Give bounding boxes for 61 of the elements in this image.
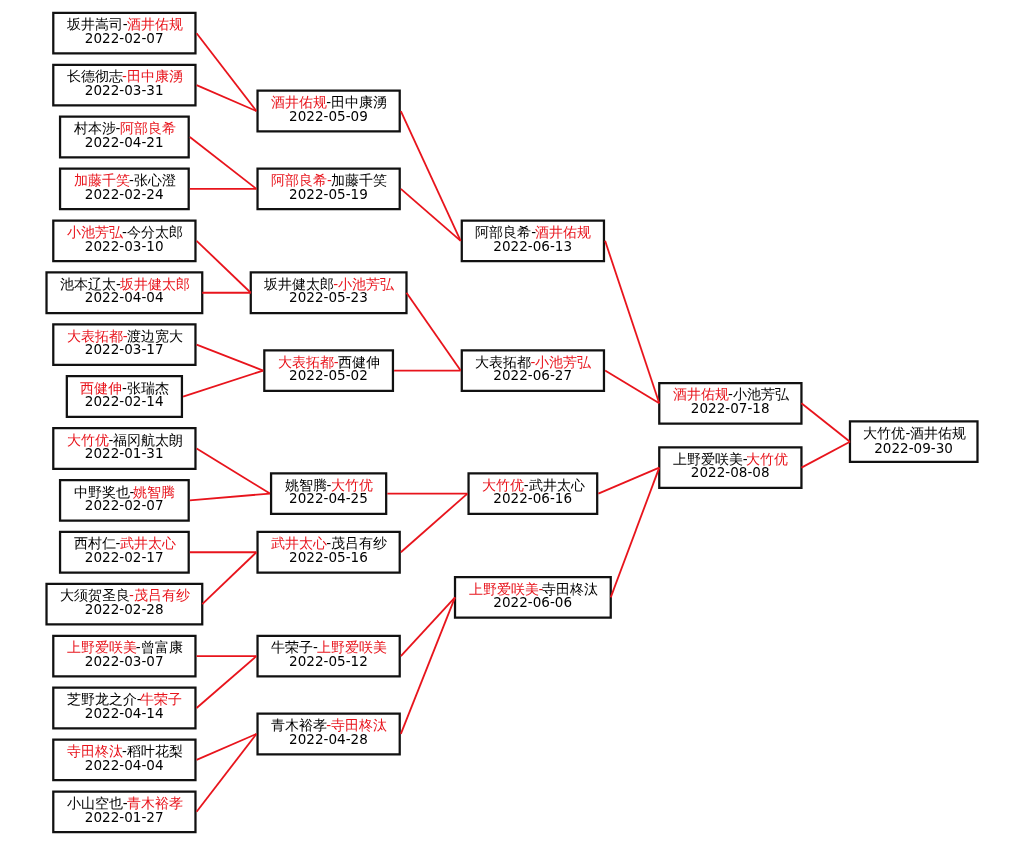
node-box: 大竹优-福冈航太朗 2022-01-31 bbox=[52, 427, 197, 470]
connector bbox=[195, 239, 252, 294]
connector bbox=[188, 188, 258, 190]
connector bbox=[188, 551, 258, 554]
node-box: 上野爱咲美-大竹优 2022-08-08 bbox=[658, 446, 803, 490]
connector bbox=[195, 655, 258, 657]
node-box: 阿部良希-酒井佑规 2022-06-13 bbox=[460, 219, 606, 263]
connector bbox=[195, 32, 258, 112]
node-box: 姚智腾-大竹优 2022-04-25 bbox=[269, 472, 388, 516]
node-box: 加藤千笑-张心澄 2022-02-24 bbox=[58, 167, 190, 211]
node-box: 武井太心-茂吕有纱 2022-05-16 bbox=[256, 530, 401, 574]
connector bbox=[195, 343, 265, 372]
connector bbox=[399, 596, 456, 657]
connector bbox=[399, 492, 469, 554]
node-box: 酒井佑规-小池芳弘 2022-07-18 bbox=[658, 381, 803, 425]
node-box: 西健伸-张瑞杰 2022-02-14 bbox=[65, 375, 184, 418]
connector bbox=[195, 733, 258, 813]
node-box: 大表拓都-渡边宽大 2022-03-17 bbox=[52, 323, 197, 367]
connector bbox=[201, 291, 252, 294]
connector bbox=[399, 188, 462, 242]
node-box: 寺田柊汰-稻叶花梨 2022-04-04 bbox=[52, 738, 197, 782]
node-box: 池本辽太-坂井健太郎 2022-04-04 bbox=[45, 271, 204, 315]
node-box: 西村仁-武井太心 2022-02-17 bbox=[58, 530, 190, 574]
connector bbox=[399, 110, 462, 242]
connector bbox=[609, 466, 661, 599]
connector bbox=[597, 466, 661, 495]
node-box: 牛荣子-上野爱咲美 2022-05-12 bbox=[256, 634, 401, 678]
connector bbox=[800, 402, 851, 443]
connector bbox=[604, 369, 661, 405]
node-box: 上野爱咲美-寺田柊汰 2022-06-06 bbox=[453, 575, 612, 619]
connector bbox=[195, 655, 258, 709]
connector bbox=[800, 440, 851, 469]
node-box: 大表拓都-西健伸 2022-05-02 bbox=[263, 349, 395, 393]
node-box: 坂井健太郎-小池芳弘 2022-05-23 bbox=[249, 271, 408, 315]
connector bbox=[195, 733, 258, 761]
node-box: 大竹优-酒井佑规 2022-09-30 bbox=[848, 420, 979, 464]
connector bbox=[195, 84, 258, 112]
node-box: 长德彻志-田中康湧 2022-03-31 bbox=[52, 63, 197, 107]
node-box: 上野爱咲美-曾富康 2022-03-07 bbox=[52, 634, 197, 678]
connector bbox=[201, 551, 258, 606]
node-box: 村本涉-阿部良希 2022-04-21 bbox=[58, 115, 190, 159]
node-box: 青木裕孝-寺田柊汰 2022-04-28 bbox=[256, 712, 401, 756]
connector bbox=[188, 136, 258, 190]
node-box: 坂井嵩司-酒井佑规 2022-02-07 bbox=[52, 11, 197, 55]
node-box: 酒井佑规-田中康湧 2022-05-09 bbox=[256, 89, 401, 133]
connector bbox=[386, 492, 469, 495]
node-box: 阿部良希-加藤千笑 2022-05-19 bbox=[256, 167, 401, 211]
node-box: 小山空也-青木裕孝 2022-01-27 bbox=[52, 790, 197, 834]
node-box: 大须贺圣良-茂吕有纱 2022-02-28 bbox=[45, 582, 204, 626]
connector bbox=[393, 369, 462, 372]
connector bbox=[182, 369, 265, 398]
connector bbox=[405, 291, 462, 372]
node-box: 中野奖也-姚智腾 2022-02-07 bbox=[58, 478, 190, 522]
connector bbox=[399, 596, 456, 735]
node-box: 芝野龙之介-牛荣子 2022-04-14 bbox=[52, 686, 197, 730]
connector bbox=[188, 492, 271, 502]
connector bbox=[604, 239, 661, 405]
connector bbox=[195, 447, 271, 495]
node-box: 大竹优-武井太心 2022-06-16 bbox=[467, 472, 599, 516]
node-box: 小池芳弘-今分太郎 2022-03-10 bbox=[52, 219, 197, 263]
node-box: 大表拓都-小池芳弘 2022-06-27 bbox=[460, 349, 606, 393]
